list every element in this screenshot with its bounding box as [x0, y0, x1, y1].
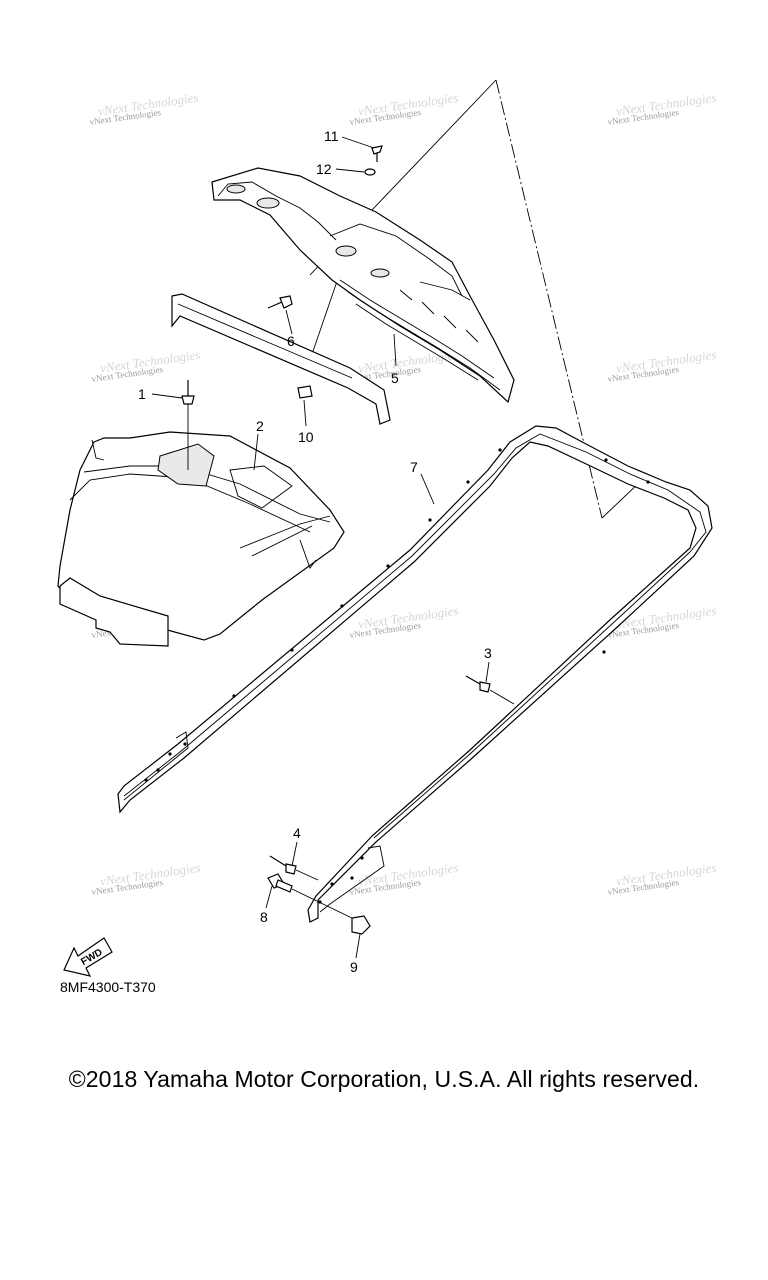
callout-10: 10	[298, 429, 314, 445]
part-6-rivet	[267, 295, 293, 309]
callout-4: 4	[293, 825, 301, 841]
part-12-washer	[364, 168, 376, 176]
part-8-bolt	[267, 873, 357, 921]
callout-8: 8	[260, 909, 268, 925]
part-5-rear-tray	[211, 167, 515, 404]
part-2-storage-bag	[57, 431, 345, 647]
parts-diagram: vNext Technologies vNext Technologies vN…	[57, 79, 717, 977]
callout-9: 9	[350, 959, 358, 975]
part-4-rivet	[269, 855, 319, 881]
copyright-notice: ©2018 Yamaha Motor Corporation, U.S.A. A…	[68, 1066, 700, 1092]
fwd-arrow-icon: FWD	[63, 937, 113, 977]
part-9-nut	[351, 915, 371, 935]
callout-11: 11	[324, 128, 339, 144]
part-3-rivet	[465, 675, 515, 705]
callout-3: 3	[484, 645, 492, 661]
part-1-rivet	[181, 380, 195, 470]
part-11-screw	[371, 145, 383, 162]
part-7-rail-frame	[117, 425, 713, 923]
callout-2: 2	[256, 418, 264, 434]
callout-12: 12	[316, 161, 332, 177]
callout-7: 7	[410, 459, 418, 475]
part-10-clip	[297, 385, 313, 399]
callout-6: 6	[287, 333, 295, 349]
leader-lines	[151, 136, 490, 959]
callout-5: 5	[391, 370, 399, 386]
part-code-label: 8MF4300-T370	[60, 979, 156, 995]
rail-holes	[144, 448, 650, 904]
bracket-strip	[171, 293, 391, 425]
callouts: 11 12 6 5 1 2 10 7 3 4 8 9	[138, 128, 492, 975]
callout-1: 1	[138, 386, 146, 402]
